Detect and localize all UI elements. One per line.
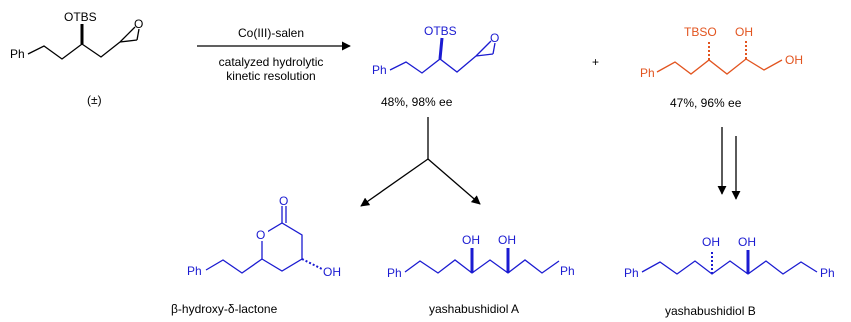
start-chain — [27, 41, 121, 60]
epoxide-o-label: O — [490, 31, 499, 45]
epoxide-yield: 48%, 98% ee — [381, 95, 453, 109]
diol-yield: 47%, 96% ee — [670, 96, 742, 110]
plus-sign: + — [592, 55, 599, 69]
multistep-arrow — [717, 127, 741, 200]
start-otbs-label: OTBS — [64, 10, 97, 24]
epoxide-co-bond-2 — [492, 42, 496, 55]
epoxide-otbs-label: OTBS — [424, 24, 457, 38]
diol-b-name: yashabushidiol B — [665, 304, 756, 318]
start-epoxide-co-bond-2 — [136, 28, 140, 41]
yashabushidiol-b-structure: Ph OH OH Ph yashabushidiol B — [624, 235, 835, 318]
epoxide-chain — [389, 55, 477, 74]
epoxide-ph-label: Ph — [372, 63, 387, 77]
diol-a-oh1-label: OH — [462, 233, 480, 247]
start-epoxide-co-bond — [119, 26, 136, 43]
reagent-label: Co(III)-salen — [238, 26, 304, 40]
racemic-epoxide: Ph OTBS O (±) — [10, 10, 143, 107]
diol-a-ph-left-label: Ph — [387, 266, 402, 280]
lactone-side-chain — [205, 258, 263, 274]
diol-chain — [656, 58, 783, 75]
diol-b-oh1-label: OH — [702, 235, 720, 249]
diol-oh2-label: OH — [785, 53, 803, 67]
diol-b-ph-left-label: Ph — [624, 266, 639, 280]
diol-a-chain — [404, 259, 560, 274]
yashabushidiol-a-structure: Ph OH OH Ph yashabushidiol A — [387, 233, 575, 316]
condition-line-1: catalyzed hydrolytic — [219, 55, 324, 69]
racemic-note: (±) — [87, 93, 102, 107]
diol-b-ph-right-label: Ph — [820, 266, 835, 280]
lactone-ring-o-label: O — [256, 228, 265, 242]
lactone-ph-label: Ph — [187, 264, 202, 278]
lactone-structure: Ph O O OH β-hydroxy-δ-lactone — [171, 194, 341, 316]
diol-b-chain — [641, 260, 818, 275]
arrow-to-diol-a — [427, 158, 481, 205]
diol-ph-label: Ph — [640, 66, 655, 80]
branch-arrows — [360, 117, 481, 207]
diol-tbso-label: TBSO — [684, 25, 717, 39]
lactone-oh-label: OH — [323, 265, 341, 279]
diol-product: Ph TBSO OH OH 47%, 96% ee — [640, 25, 803, 110]
diol-a-ph-right-label: Ph — [560, 264, 575, 278]
diol-a-name: yashabushidiol A — [429, 302, 519, 316]
diol-a-oh2-label: OH — [498, 233, 516, 247]
start-ph-label: Ph — [10, 47, 25, 61]
diol-b-oh2-label: OH — [738, 235, 756, 249]
start-epoxide-cc-bond — [119, 39, 138, 43]
start-epoxide-o-label: O — [134, 17, 143, 31]
lactone-name: β-hydroxy-δ-lactone — [171, 302, 278, 316]
epoxide-co-bond — [475, 40, 492, 57]
epoxide-cc-bond — [475, 53, 494, 57]
condition-line-2: kinetic resolution — [226, 69, 315, 83]
arrow-to-lactone — [360, 158, 429, 207]
resolved-epoxide: Ph OTBS O 48%, 98% ee — [372, 24, 499, 109]
diol-oh1-label: OH — [735, 25, 753, 39]
lactone-carbonyl-o-label: O — [279, 194, 288, 208]
reaction-arrow-group: Co(III)-salen catalyzed hydrolytic kinet… — [197, 26, 351, 83]
epoxide-otbs-wedge — [438, 37, 444, 60]
lactone-oh-hash — [301, 258, 323, 270]
